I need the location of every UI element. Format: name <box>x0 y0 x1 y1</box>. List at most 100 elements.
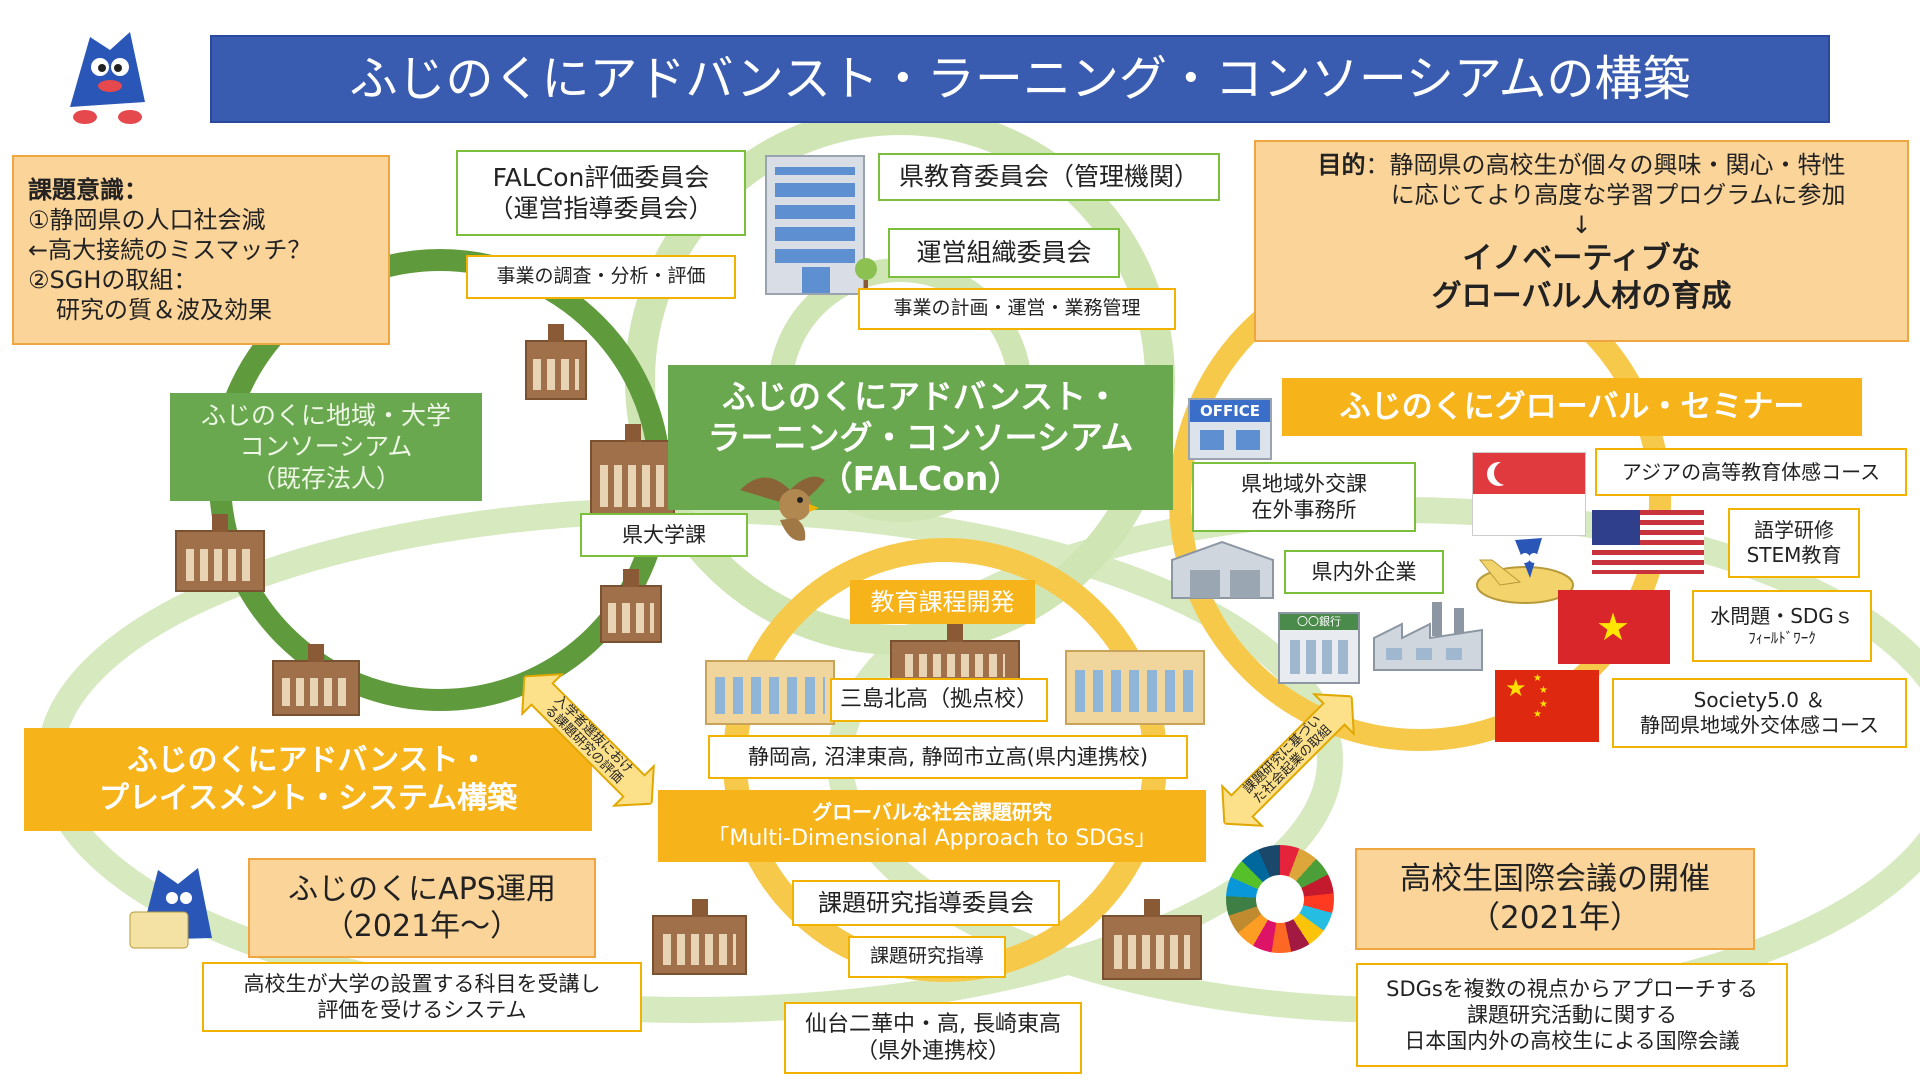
singapore-flag-icon <box>1472 452 1586 536</box>
usa-flag-icon <box>1592 510 1704 574</box>
seminar-course-box: 水問題・SDGｓ ﾌｨｰﾙﾄﾞﾜｰｸ <box>1692 590 1872 662</box>
university-building-icon <box>525 324 587 400</box>
school-building-icon <box>652 899 747 975</box>
falcon-main-line-3: （FALCon） <box>819 459 1022 499</box>
regional-consortium-line-3: （既存法人） <box>250 463 401 493</box>
tree-icon <box>855 258 877 294</box>
intl-office-line-2: 在外事務所 <box>1251 498 1357 522</box>
university-building-icon <box>590 424 675 520</box>
factory-icon <box>1372 600 1484 672</box>
regional-consortium-line-2: コンソーシアム <box>239 432 413 462</box>
aps-box: ふじのくにAPS運用 （2021年～） <box>248 858 596 958</box>
warehouse-icon <box>1170 540 1275 600</box>
research-guidance-label: 課題研究指導 <box>869 945 984 968</box>
conference-box: 高校生国際会議の開催 （2021年） <box>1355 848 1755 950</box>
seminar-course-label: 静岡県地域外交体感コース <box>1640 713 1879 737</box>
planning-box: 事業の計画・運営・業務管理 <box>858 288 1176 330</box>
issue-line-4: 研究の質＆波及効果 <box>56 296 272 324</box>
vietnam-flag-icon: ★ <box>1558 590 1670 664</box>
issue-line-2: ←高大接続のミスマッチ？ <box>28 236 312 264</box>
issue-box: 課題意識： ①静岡県の人口社会減 ←高大接続のミスマッチ？ ②SGHの取組： 研… <box>12 155 390 345</box>
seminar-course-label: 水問題・SDGｓ <box>1710 604 1854 629</box>
curriculum-label: 教育課程開発 <box>870 588 1015 616</box>
research-line-1: グローバルな社会課題研究 <box>812 799 1052 824</box>
placement-banner: ふじのくにアドバンスト・ プレイスメント・システム構築 <box>24 728 592 831</box>
conference-desc-line-2: 課題研究活動に関する <box>1467 1002 1677 1027</box>
steering-label: 運営組織委員会 <box>916 238 1092 268</box>
conference-desc-line-1: SDGsを複数の視点からアプローチする <box>1386 976 1758 1001</box>
partner-schools-box: 静岡高, 沼津東高, 静岡市立高(県内連携校) <box>708 735 1188 779</box>
conference-desc-line-3: 日本国内外の高校生による国際会議 <box>1404 1029 1740 1054</box>
external-schools-line-2: （県外連携校） <box>855 1039 1010 1064</box>
conference-line-1: 高校生国際会議の開催 <box>1400 861 1710 898</box>
office-building-icon <box>765 155 865 295</box>
school-building-icon <box>890 624 1020 685</box>
external-schools-line-1: 仙台二華中・高, 長崎東高 <box>805 1011 1061 1037</box>
conference-line-2: （2021年） <box>1469 900 1641 936</box>
intl-office-line-1: 県地域外交課 <box>1241 471 1367 496</box>
issue-line-3: ②SGHの取組： <box>28 266 198 294</box>
university-building-icon <box>600 569 662 643</box>
purpose-arrow: ↓ <box>1571 211 1592 239</box>
steering-box: 運営組織委員会 <box>888 228 1120 278</box>
pref-board-label: 県教育委員会（管理機関） <box>898 162 1199 192</box>
sdgs-wheel-icon <box>1226 845 1334 953</box>
regional-consortium-line-1: ふじのくに地域・大学 <box>200 401 451 431</box>
school-building-icon <box>1065 650 1205 725</box>
university-building-icon <box>272 644 360 716</box>
seminar-course-box: アジアの高等教育体感コース <box>1595 448 1907 496</box>
seminar-course-label: 語学研修 <box>1754 518 1834 542</box>
research-committee-box: 課題研究指導委員会 <box>792 880 1060 926</box>
office-icon: OFFICE <box>1188 398 1272 460</box>
mascot-image <box>55 22 160 127</box>
falcon-eval-line-1: FALCon評価委員会 <box>492 162 710 192</box>
university-div-label: 県大学課 <box>622 522 706 547</box>
selection-evaluation-arrow: 入学者選抜におけ る課題研究の評価 <box>503 655 673 825</box>
falcon-main-box: ふじのくにアドバンスト・ ラーニング・コンソーシアム （FALCon） <box>668 365 1173 510</box>
purpose-goal-1: イノベーティブな <box>1462 241 1701 276</box>
purpose-label: 目的 <box>1317 151 1366 179</box>
regional-consortium-box: ふじのくに地域・大学 コンソーシアム （既存法人） <box>170 393 482 501</box>
issue-heading: 課題意識： <box>28 176 148 204</box>
seminar-course-label: アジアの高等教育体感コース <box>1621 459 1881 484</box>
seminar-course-box: Society5.0 ＆ 静岡県地域外交体感コース <box>1612 678 1907 748</box>
aps-line-1: ふじのくにAPS運用 <box>288 871 556 907</box>
conference-desc-box: SDGsを複数の視点からアプローチする 課題研究活動に関する 日本国内外の高校生… <box>1356 963 1788 1067</box>
falcon-eval-line-2: （運営指導委員会） <box>488 194 714 223</box>
page-title: ふじのくにアドバンスト・ラーニング・コンソーシアムの構築 <box>210 35 1830 123</box>
aps-desc-box: 高校生が大学の設置する科目を受講し 評価を受けるシステム <box>202 962 642 1032</box>
falcon-main-line-2: ラーニング・コンソーシアム <box>707 417 1134 457</box>
china-flag-icon: ★ ★ ★ ★ ★ <box>1495 670 1599 742</box>
global-seminar-label: ふじのくにグローバル・セミナー <box>1339 388 1805 425</box>
external-schools-box: 仙台二華中・高, 長崎東高 （県外連携校） <box>784 1002 1082 1074</box>
school-building-icon <box>1102 899 1202 980</box>
partner-schools-label: 静岡高, 沼津東高, 静岡市立高(県内連携校) <box>747 744 1149 769</box>
seminar-course-box: 語学研修 STEM教育 <box>1728 508 1860 578</box>
purpose-line-2: に応じてより高度な学習プログラムに参加 <box>1390 181 1846 209</box>
survey-box: 事業の調査・分析・評価 <box>466 255 736 299</box>
bank-sign: 〇〇銀行 <box>1280 614 1358 630</box>
seminar-course-label: STEM教育 <box>1746 543 1842 567</box>
aps-line-2: （2021年～） <box>323 909 521 944</box>
companies-box: 県内外企業 <box>1284 550 1444 594</box>
seminar-course-label: ﾌｨｰﾙﾄﾞﾜｰｸ <box>1748 629 1816 648</box>
intl-office-box: 県地域外交課 在外事務所 <box>1192 462 1416 532</box>
research-committee-label: 課題研究指導委員会 <box>818 889 1034 917</box>
survey-label: 事業の調査・分析・評価 <box>496 265 706 288</box>
seminar-course-label: Society5.0 ＆ <box>1693 688 1826 712</box>
falcon-bird-icon <box>735 460 830 550</box>
research-bar: グローバルな社会課題研究 「Multi-Dimensional Approach… <box>658 790 1206 862</box>
falcon-main-line-1: ふじのくにアドバンスト・ <box>722 376 1119 416</box>
planning-label: 事業の計画・運営・業務管理 <box>893 297 1141 320</box>
global-seminar-banner: ふじのくにグローバル・セミナー <box>1282 378 1862 436</box>
university-building-icon <box>175 514 265 592</box>
bank-icon: 〇〇銀行 <box>1278 612 1360 684</box>
issue-line-1: ①静岡県の人口社会減 <box>28 206 266 234</box>
page-title-text: ふじのくにアドバンスト・ラーニング・コンソーシアムの構築 <box>349 51 1691 107</box>
research-line-2: 「Multi-Dimensional Approach to SDGs」 <box>707 825 1157 851</box>
pref-board-box: 県教育委員会（管理機関） <box>878 153 1220 201</box>
university-div-box: 県大学課 <box>580 513 748 557</box>
airplane-mascot-icon <box>1470 530 1580 610</box>
aps-desc-line-2: 評価を受けるシステム <box>317 998 527 1022</box>
hub-school-label: 三島北高（拠点校） <box>839 687 1038 713</box>
